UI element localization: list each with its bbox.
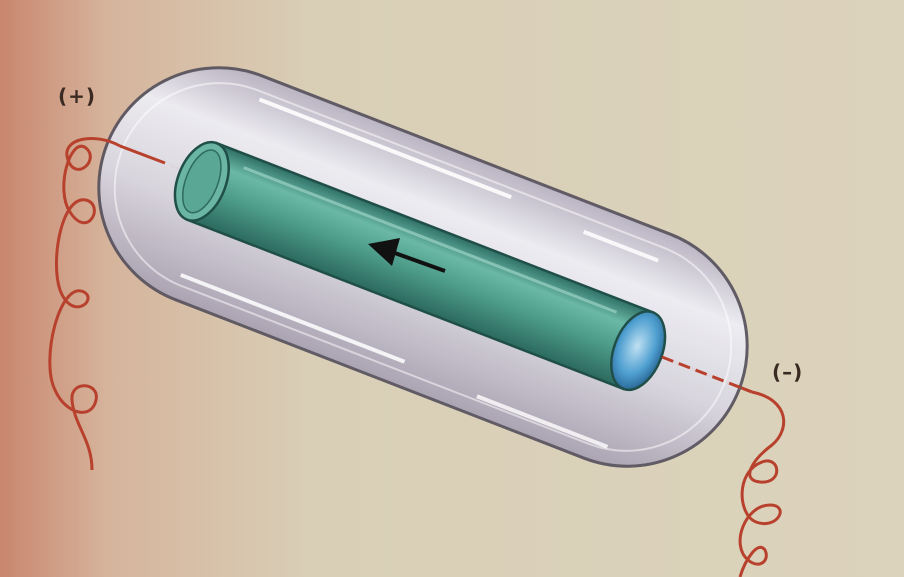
positive-terminal-label: (+) [58,84,96,108]
negative-terminal-label: (–) [772,360,803,384]
